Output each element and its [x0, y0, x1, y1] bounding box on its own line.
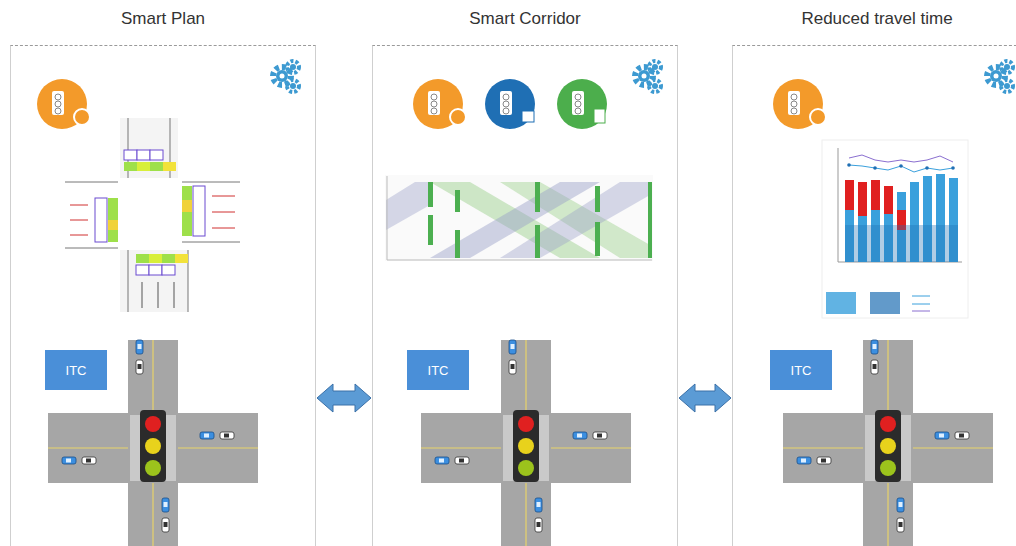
- stage-panel: Smart CorridorITC: [372, 45, 678, 546]
- stage-panel: Smart PlanITC: [10, 45, 316, 546]
- stage-panel: Reduced travel timeITC: [732, 45, 1016, 546]
- double-arrow: [679, 384, 731, 412]
- itc-label: ITC: [791, 363, 812, 378]
- itc-label: ITC: [428, 363, 449, 378]
- double-arrow: [317, 384, 371, 412]
- itc-label: ITC: [66, 363, 87, 378]
- panel-title: Reduced travel time: [733, 9, 1016, 29]
- panel-title: Smart Corridor: [373, 9, 677, 29]
- itc-box: ITC: [407, 350, 469, 390]
- itc-box: ITC: [45, 350, 107, 390]
- itc-box: ITC: [770, 350, 832, 390]
- panel-title: Smart Plan: [11, 9, 315, 29]
